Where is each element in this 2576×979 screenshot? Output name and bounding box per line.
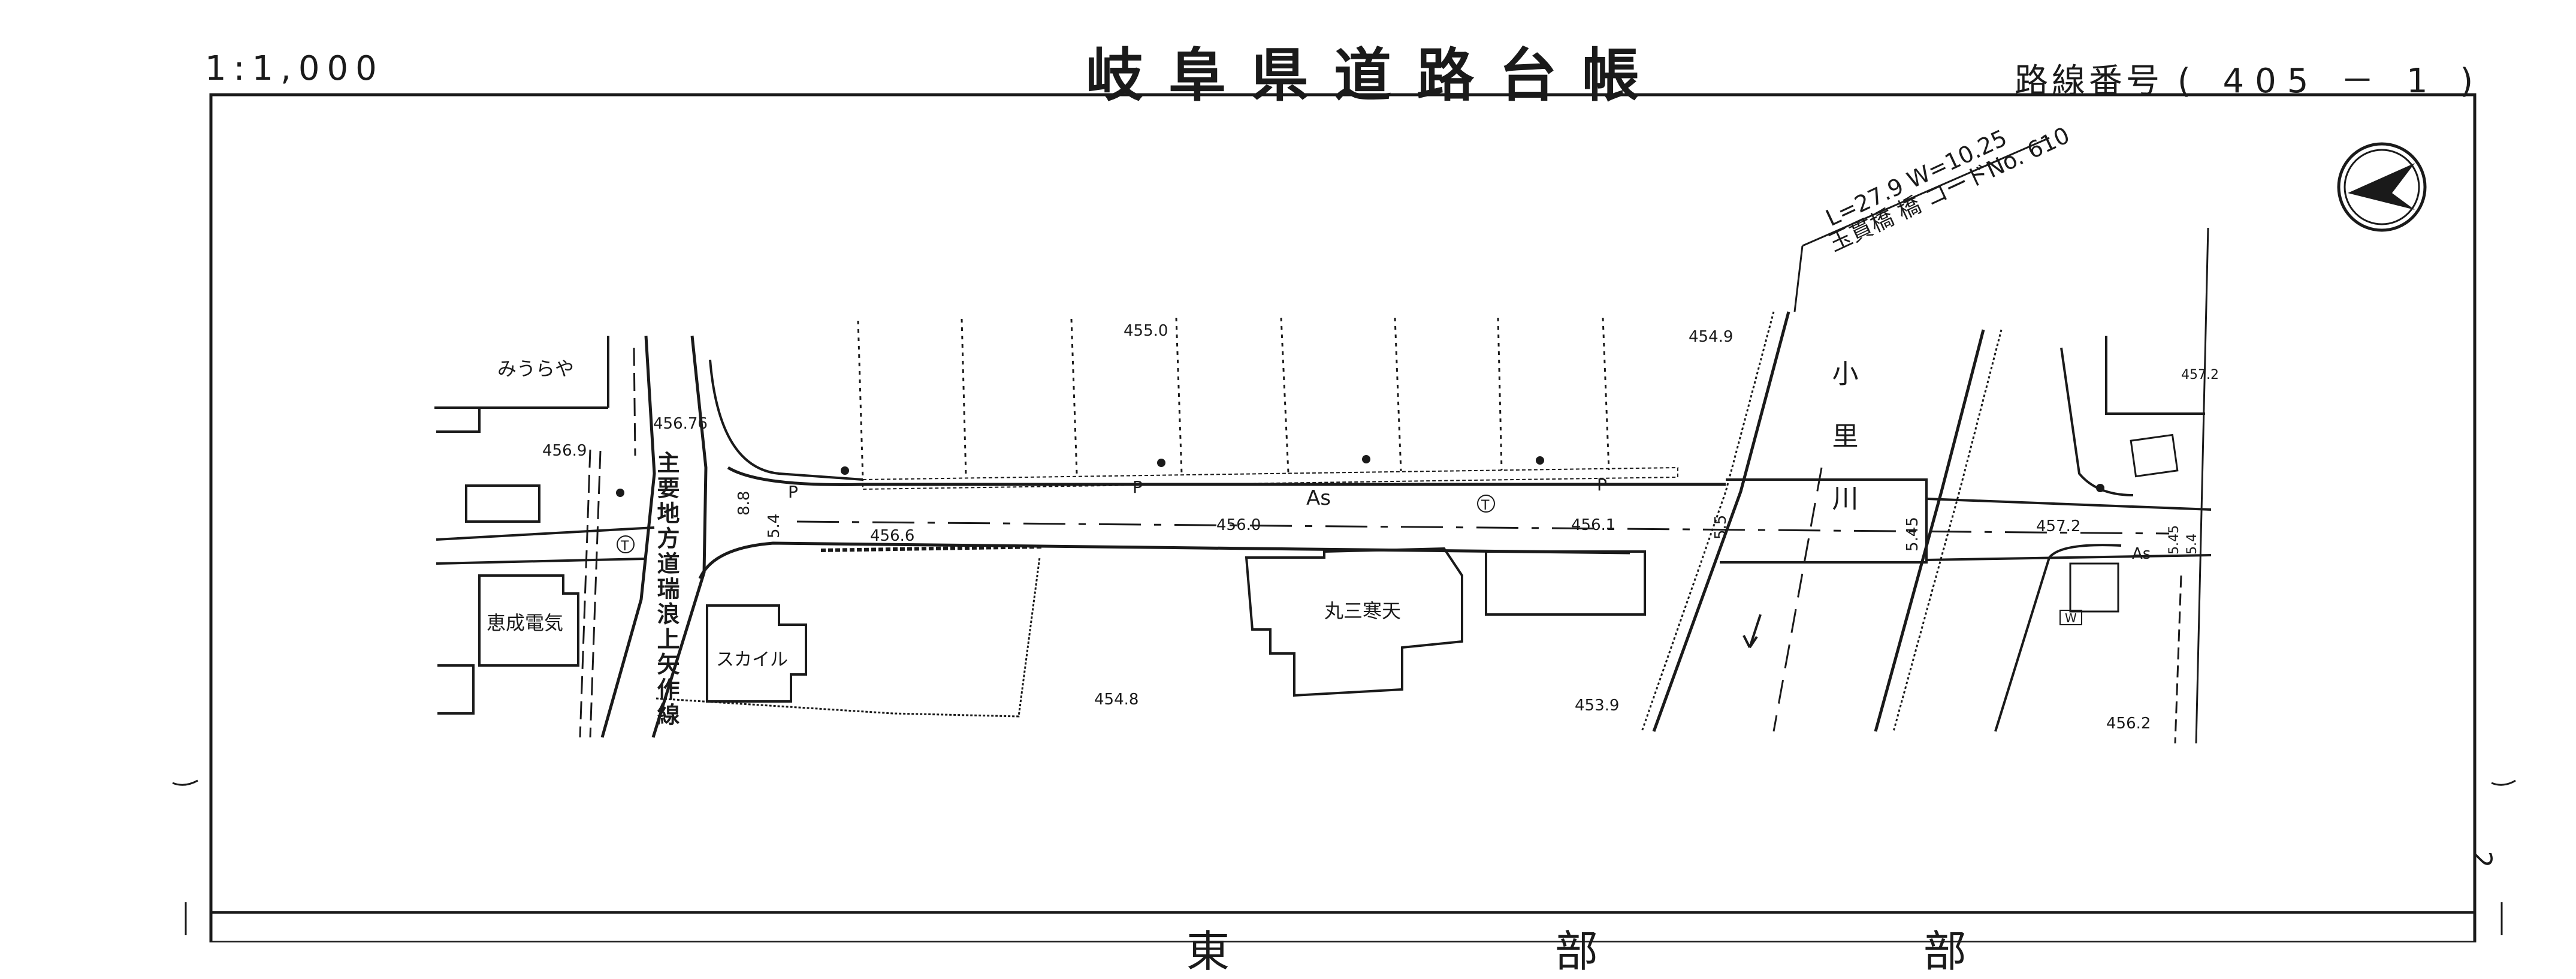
elevation-454-8: 454.8: [1094, 691, 1138, 709]
elevation-453-9: 453.9: [1575, 697, 1619, 715]
crossroad-dash-3: [633, 347, 636, 456]
binding-mark-right: [2491, 779, 2516, 786]
elevation-455-0: 455.0: [1124, 322, 1168, 340]
elevation-456-1: 456.1: [1571, 516, 1615, 534]
road-west-north-edge: [436, 526, 655, 541]
elevation-456-0: 456.0: [1216, 516, 1261, 534]
label-river: 小里川: [1828, 360, 1858, 547]
river-bank-west-1: [1652, 311, 1790, 732]
utility-pole-5: [616, 489, 624, 497]
building-keisei-denki: [478, 574, 579, 667]
east-curb-north: [2060, 347, 2134, 496]
width-5-4-east: 5.4: [2185, 534, 2200, 555]
utility-pole-1: [841, 466, 849, 475]
building-marusan-kanten: [1245, 547, 1463, 697]
building-skyrail: [706, 604, 807, 703]
label-keisei-denki: 恵成電気: [487, 612, 563, 634]
east-road-edge: [2195, 227, 2209, 744]
building-east-small: [2069, 562, 2119, 613]
width-5-5: 5.5: [1712, 515, 1730, 540]
road-east-north-edge: [1926, 498, 2212, 511]
building-west-small: [465, 484, 540, 523]
road-east-south-edge: [1926, 554, 2212, 561]
sidewalk-north-curve: [709, 359, 863, 481]
building-east-box: [2130, 433, 2179, 478]
document-title: 岐阜県道路台帳: [1086, 42, 1665, 109]
elevation-457-2: 457.2: [2036, 517, 2080, 535]
elevation-457-2-east: 457.2: [2181, 367, 2219, 382]
label-miuraya: みうらや: [497, 357, 574, 380]
utility-pole-6: [2096, 484, 2104, 492]
label-wpost: W: [2065, 611, 2077, 625]
label-tel-2: T: [1481, 498, 1490, 513]
label-marusan-kanten: 丸三寒天: [1324, 600, 1401, 622]
property-lines-north: [857, 317, 1610, 480]
bridge-deck: [1720, 478, 1928, 564]
utility-pole-4: [1536, 456, 1544, 465]
road-ledger-map: L=27.9 W=10.25 玉貫橋 橋 コードNo. 610 みうらや 恵成電…: [172, 93, 2516, 942]
label-parking-1: P: [788, 482, 798, 502]
w-marker: [2059, 610, 2082, 625]
river-bank-west-2: [1641, 311, 1775, 732]
section-footer: 東 部 部: [1186, 926, 2122, 977]
building-east-far: [2105, 336, 2205, 415]
crossroad-east-edge: [651, 335, 708, 738]
east-curb-south: [1994, 544, 2122, 732]
page-number: 2: [2466, 851, 2498, 868]
river-bank-east-2: [1892, 329, 2003, 732]
river-flow-line: [1772, 467, 1823, 732]
lot-skyrail: [656, 557, 1041, 718]
utility-pole-2: [1157, 459, 1165, 467]
elevation-456-76: 456.76: [653, 415, 708, 433]
width-5-45-east: 5.45: [2167, 525, 2182, 555]
label-pavement-as-east: As: [2132, 545, 2151, 563]
label-crossroad: 主要地方道瑞浪上矢作線: [653, 451, 680, 728]
label-parking-3: P: [1597, 475, 1607, 495]
crossroad-west-edge: [600, 335, 656, 738]
label-pavement-as: As: [1306, 486, 1331, 510]
road-center-line: [796, 520, 2170, 535]
utility-pole-3: [1362, 455, 1370, 463]
crossroad-dash-1: [579, 449, 591, 738]
elevation-456-2: 456.2: [2106, 715, 2151, 733]
sidewalk-south: [820, 545, 1043, 552]
crossroad-dash-2: [589, 450, 602, 738]
map-scale: 1:1,000: [205, 49, 384, 88]
map-frame: [209, 93, 2477, 942]
bridge-leader-line: [1793, 245, 1804, 312]
width-5-45: 5.45: [1904, 517, 1922, 552]
label-parking-2: P: [1133, 477, 1143, 497]
road-west-south-edge: [436, 558, 647, 565]
building-east-west-bank: [1485, 550, 1646, 616]
elevation-456-6: 456.6: [870, 527, 914, 545]
label-skyrail: スカイル: [716, 649, 788, 670]
north-arrow-icon: [2337, 142, 2427, 232]
building-miuraya: [434, 336, 609, 433]
binding-mark-left: [172, 779, 198, 786]
river-bank-east-1: [1874, 329, 1985, 732]
tel-marker-2: [1477, 495, 1495, 513]
river-flow-arrow: [1743, 614, 1762, 649]
building-west-lower: [437, 664, 475, 715]
elevation-454-9: 454.9: [1689, 328, 1733, 346]
east-road-edge-2: [2174, 575, 2182, 744]
tel-marker-1: [617, 535, 635, 553]
width-8-8: 8.8: [735, 491, 753, 516]
sidewalk-north: [862, 466, 1678, 490]
width-5-4: 5.4: [765, 514, 783, 538]
bridge-label-line: [1802, 137, 2050, 247]
elevation-456-9: 456.9: [542, 442, 587, 460]
road-north-edge: [727, 466, 1726, 486]
label-tel-1: T: [620, 539, 629, 554]
